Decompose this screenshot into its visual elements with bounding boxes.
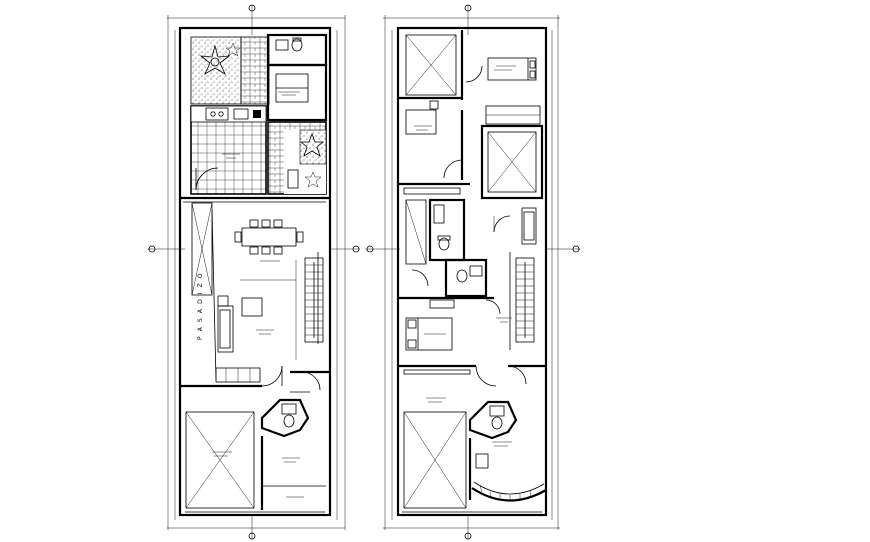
laundry-patio: [267, 121, 327, 195]
ground-stairs: [304, 252, 324, 344]
entry-cluster: [260, 391, 310, 438]
upper-bedroom-lower: [398, 296, 512, 351]
upper-bathrooms: [405, 198, 488, 298]
upper-void-bottom: [403, 411, 512, 509]
ground-garage: [185, 411, 326, 510]
living-room: [215, 260, 297, 383]
upper-outer-wall: [396, 26, 548, 517]
service-room: [266, 63, 328, 122]
upper-stairs: [509, 252, 535, 350]
garden-patio: [190, 36, 242, 105]
ground-bathroom: [266, 33, 328, 67]
ground-side-strip: P A S A D I Z O: [191, 202, 217, 381]
corridor-label: P A S A D I Z O: [197, 272, 204, 340]
upper-floor-plan: [365, 4, 580, 540]
ground-kitchen: [190, 105, 267, 195]
upper-bedroom-left: [398, 96, 464, 180]
ground-floor-plan: P A S A D I Z O: [148, 4, 360, 540]
upper-sitting-area: [493, 207, 537, 245]
upper-axis-lines: [365, 4, 580, 540]
upper-void-middle: [480, 124, 544, 200]
upper-entry-bath: [426, 397, 518, 440]
master-bedroom: [465, 57, 541, 125]
dining-area: [234, 219, 304, 262]
upper-void-top: [405, 30, 464, 100]
curved-balcony: [471, 481, 547, 502]
ground-axis-lines: [148, 4, 360, 540]
